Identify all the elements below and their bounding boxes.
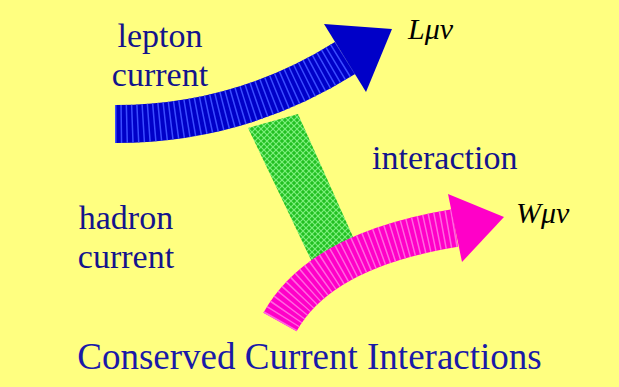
tensor-label: Wμν [516, 196, 596, 231]
interaction-label: interaction [372, 138, 602, 177]
caption: Conserved Current Interactions [0, 336, 619, 379]
interaction-band [248, 114, 358, 262]
current-label: hadron current [40, 198, 212, 276]
hadron-arrow [280, 194, 504, 322]
current-label: lepton current [88, 16, 232, 94]
tensor-label: Lμν [408, 12, 488, 47]
